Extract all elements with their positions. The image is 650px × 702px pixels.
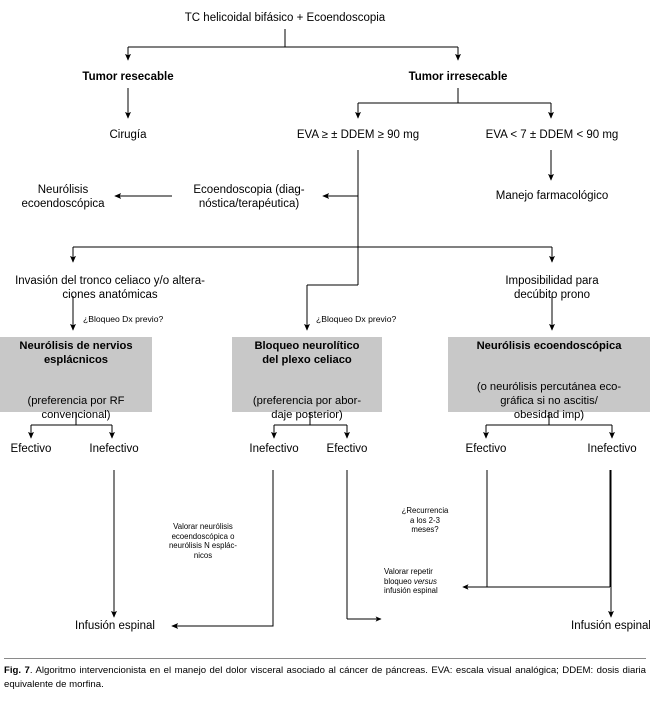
node-eva-alta: EVA ≥ ± DDEM ≥ 90 mg bbox=[296, 129, 420, 141]
node-imposibilidad-decubito: Imposibilidad para decúbito prono bbox=[505, 275, 599, 301]
node-root: TC helicoidal bifásico + Ecoendoscopia bbox=[184, 12, 386, 24]
box2-title: Bloqueo neurolítico del plexo celiaco bbox=[254, 340, 360, 367]
note-recurrencia: ¿Recurrencia a los 2-3 meses? bbox=[401, 506, 449, 535]
node-manejo-farmacologico: Manejo farmacológico bbox=[495, 190, 609, 202]
note-valorar-neurolisis: Valorar neurólisis ecoendoscópica o neur… bbox=[168, 522, 238, 561]
label-box2-efectivo: Efectivo bbox=[326, 443, 368, 455]
box3-title: Neurólisis ecoendoscópica bbox=[476, 340, 622, 353]
note-vr-part3: infusión espinal bbox=[384, 586, 438, 596]
label-box1-efectivo: Efectivo bbox=[10, 443, 52, 455]
label-box2-inefectivo: Inefectivo bbox=[249, 443, 299, 455]
node-cirugia: Cirugía bbox=[109, 129, 147, 141]
figure-caption: Fig. 7. Algoritmo intervencionista en el… bbox=[0, 658, 650, 691]
node-infusion-espinal-right: Infusión espinal bbox=[571, 620, 650, 632]
label-box1-inefectivo: Inefectivo bbox=[89, 443, 139, 455]
box1-subtitle: (preferencia por RF convencional) bbox=[27, 394, 125, 421]
node-invasion-tronco-celiaco: Invasión del tronco celiaco y/o altera- … bbox=[15, 275, 205, 301]
box-bloqueo-neurolitico-plexo-celiaco[interactable]: Bloqueo neurolítico del plexo celiaco (p… bbox=[232, 337, 382, 421]
caption-figure-label: Fig. 7 bbox=[4, 665, 30, 676]
node-eva-baja: EVA < 7 ± DDEM < 90 mg bbox=[485, 129, 619, 141]
box-neurolisis-ecoendoscopica[interactable]: Neurólisis ecoendoscópica (o neurólisis … bbox=[448, 337, 650, 421]
node-ecoendoscopia: Ecoendoscopia (diag- nóstica/terapéutica… bbox=[193, 184, 305, 210]
box2-subtitle: (preferencia por abor- daje posterior) bbox=[252, 394, 362, 421]
note-valorar-repetir-bloqueo: Valorar repetir bloqueo versus infusión … bbox=[384, 567, 476, 596]
flowchart-connectors bbox=[28, 29, 615, 629]
label-bloqueo-dx-previo-mid: ¿Bloqueo Dx previo? bbox=[316, 314, 397, 324]
node-neurolisis-ecoendoscopica: Neurólisis ecoendoscópica bbox=[21, 184, 105, 210]
node-tumor-irresecable: Tumor irresecable bbox=[408, 71, 508, 83]
edge-inefectivo1-infusion bbox=[171, 470, 274, 629]
label-box3-efectivo: Efectivo bbox=[465, 443, 507, 455]
note-vr-part1: Valorar repetir bloqueo bbox=[384, 567, 433, 586]
box-neurolisis-nervios-esplacnicos[interactable]: Neurólisis de nervios esplácnicos (prefe… bbox=[0, 337, 152, 421]
label-bloqueo-dx-previo-left: ¿Bloqueo Dx previo? bbox=[83, 314, 164, 324]
label-box3-inefectivo: Inefectivo bbox=[587, 443, 637, 455]
node-infusion-espinal-left: Infusión espinal bbox=[75, 620, 155, 632]
caption-figure-text: . Algoritmo intervencionista en el manej… bbox=[4, 665, 646, 690]
box3-subtitle: (o neurólisis percutánea eco- gráfica si… bbox=[476, 381, 622, 421]
box1-title: Neurólisis de nervios esplácnicos bbox=[19, 340, 133, 367]
node-tumor-resecable: Tumor resecable bbox=[82, 71, 174, 83]
caption-divider bbox=[4, 658, 646, 659]
caption-body: Fig. 7. Algoritmo intervencionista en el… bbox=[4, 664, 646, 691]
note-vr-versus: versus bbox=[413, 576, 437, 586]
